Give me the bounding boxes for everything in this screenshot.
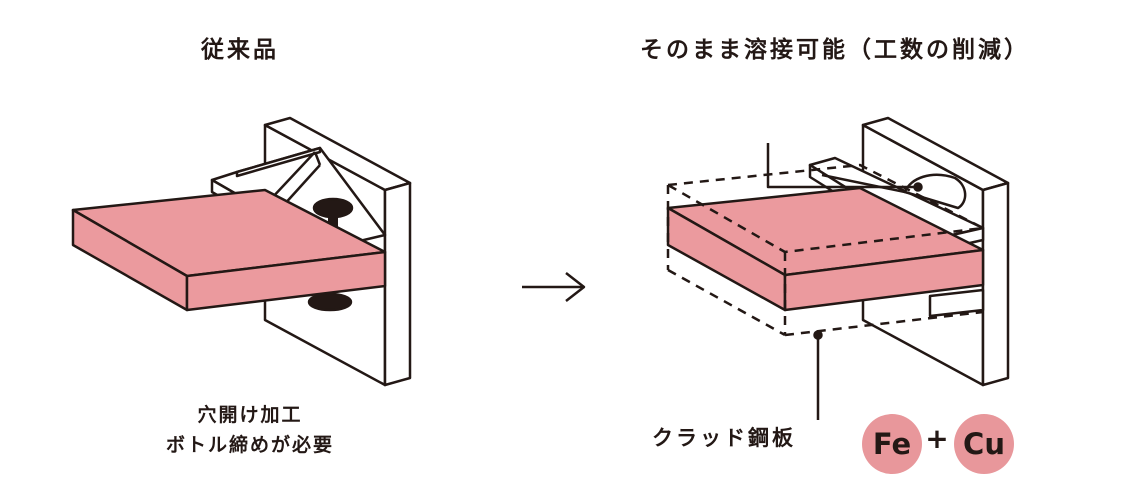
conventional-assembly [71, 116, 412, 387]
weld-leader [766, 143, 918, 189]
bolting-note: ボトル締めが必要 [165, 434, 334, 456]
conventional-title: 従来品 [201, 37, 279, 63]
clad-steel-label: クラッド鋼板 [652, 426, 796, 450]
bolt-head-upper [312, 197, 354, 228]
plate-right [666, 186, 985, 312]
cu-badge: Cu [954, 414, 1014, 474]
plus-sign: + [925, 422, 949, 455]
bolt-nut-lower [307, 292, 353, 312]
arrow-right-icon [522, 272, 586, 302]
plate-left [71, 188, 387, 312]
weldable-title: そのまま溶接可能（工数の削減） [640, 37, 1030, 63]
drilling-note: 穴開け加工 [197, 404, 303, 426]
weldable-assembly [666, 116, 1010, 420]
support-right [928, 288, 985, 318]
fe-badge: Fe [862, 414, 922, 474]
